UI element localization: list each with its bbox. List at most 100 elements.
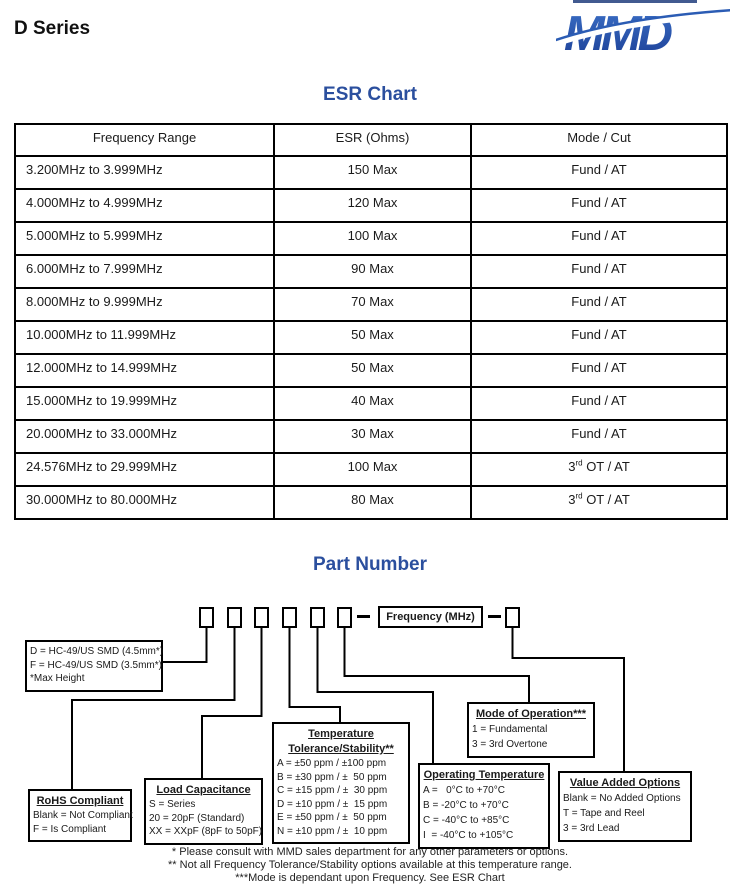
dash-separator-2: [488, 615, 501, 618]
connector-package: [160, 628, 208, 663]
package-line: D = HC-49/US SMD (4.5mm*): [30, 646, 164, 657]
connector-mode-of-operation: [343, 628, 530, 704]
frequency-range-cell: 3.200MHz to 3.999MHz: [14, 155, 275, 190]
esr-cell: 40 Max: [273, 386, 472, 421]
temperature-line: D = ±10 ppm / ± 15 ppm: [277, 798, 388, 810]
operating-temperature-legend-box: Operating Temperature A = 0°C to +70°C B…: [418, 763, 550, 849]
esr-cell: 120 Max: [273, 188, 472, 223]
mode-cut-cell: Fund / AT: [470, 254, 728, 289]
mode-cut-cell: 3rd OT / AT: [470, 485, 728, 520]
esr-chart-heading: ESR Chart: [323, 84, 417, 105]
frequency-range-cell: 8.000MHz to 9.999MHz: [14, 287, 275, 322]
mode-cut-cell: Fund / AT: [470, 419, 728, 454]
footnote-1: * Please consult with MMD sales departme…: [171, 846, 569, 858]
mode-cut-cell: Fund / AT: [470, 386, 728, 421]
mode-cut-cell: Fund / AT: [470, 188, 728, 223]
mode-of-operation-legend-box: Mode of Operation*** 1 = Fundamental 3 =…: [467, 702, 595, 758]
mode-cut-cell: Fund / AT: [470, 320, 728, 355]
esr-cell: 50 Max: [273, 353, 472, 388]
frequency-range-cell: 15.000MHz to 19.999MHz: [14, 386, 275, 421]
esr-cell: 100 Max: [273, 452, 472, 487]
value-added-title: Value Added Options: [569, 777, 681, 789]
footnote-2: ** Not all Frequency Tolerance/Stability…: [168, 859, 572, 871]
column-header-mode-cut: Mode / Cut: [470, 123, 728, 157]
operating-temperature-line: C = -40°C to +85°C: [423, 815, 510, 826]
operating-temperature-title: Operating Temperature: [423, 769, 545, 781]
column-header-frequency-range: Frequency Range: [14, 123, 275, 157]
mode-of-operation-title: Mode of Operation***: [475, 708, 586, 720]
esr-cell: 50 Max: [273, 320, 472, 355]
esr-table: Frequency Range ESR (Ohms) Mode / Cut 3.…: [14, 123, 728, 520]
mode-of-operation-line: 3 = 3rd Overtone: [472, 739, 548, 750]
part-number-digit-box-6: [337, 607, 352, 628]
part-number-digit-box-4: [282, 607, 297, 628]
footnotes: * Please consult with MMD sales departme…: [0, 846, 740, 885]
operating-temperature-line: A = 0°C to +70°C: [423, 785, 505, 796]
rohs-legend-box: RoHS Compliant Blank = Not Compliant F =…: [28, 789, 133, 842]
temperature-legend-box: Temperature Tolerance/Stability** A = ±5…: [272, 722, 410, 844]
value-added-line: T = Tape and Reel: [563, 808, 645, 819]
mode-cut-cell: Fund / AT: [470, 353, 728, 388]
mode-cut-cell: Fund / AT: [470, 155, 728, 190]
package-line: F = HC-49/US SMD (3.5mm*): [30, 659, 162, 671]
frequency-range-cell: 6.000MHz to 7.999MHz: [14, 254, 275, 289]
connector-load-capacitance: [201, 628, 263, 780]
rohs-line: Blank = Not Compliant: [33, 810, 133, 821]
value-added-line: 3 = 3rd Lead: [563, 823, 620, 834]
value-added-legend-box: Value Added Options Blank = No Added Opt…: [558, 771, 692, 842]
part-number-digit-box-2: [227, 607, 242, 628]
mode-of-operation-line: 1 = Fundamental: [472, 724, 548, 735]
load-capacitance-line: XX = XXpF (8pF to 50pF): [149, 826, 263, 837]
temperature-line: B = ±30 ppm / ± 50 ppm: [277, 771, 387, 783]
temperature-line: C = ±15 ppm / ± 30 ppm: [277, 785, 388, 796]
logo-swoosh-white: [556, 9, 730, 47]
mode-cut-cell: Fund / AT: [470, 287, 728, 322]
load-capacitance-line: 20 = 20pF (Standard): [149, 812, 245, 824]
esr-cell: 150 Max: [273, 155, 472, 190]
logo-swoosh-line: [556, 9, 730, 42]
package-line: *Max Height: [30, 673, 85, 684]
mode-cut-cell: Fund / AT: [470, 221, 728, 256]
frequency-range-cell: 5.000MHz to 5.999MHz: [14, 221, 275, 256]
load-capacitance-legend-box: Load Capacitance S = Series 20 = 20pF (S…: [144, 778, 263, 845]
package-legend-box: D = HC-49/US SMD (4.5mm*) F = HC-49/US S…: [25, 640, 163, 692]
frequency-range-cell: 24.576MHz to 29.999MHz: [14, 452, 275, 487]
connector-temperature: [288, 628, 341, 724]
frequency-range-cell: 12.000MHz to 14.999MHz: [14, 353, 275, 388]
operating-temperature-line: B = -20°C to +70°C: [423, 800, 509, 811]
operating-temperature-line: I = -40°C to +105°C: [423, 830, 514, 841]
frequency-range-cell: 10.000MHz to 11.999MHz: [14, 320, 275, 355]
temperature-line: E = ±50 ppm / ± 50 ppm: [277, 812, 387, 823]
value-added-line: Blank = No Added Options: [563, 793, 681, 804]
dash-separator-1: [357, 615, 370, 618]
esr-cell: 70 Max: [273, 287, 472, 322]
frequency-box: Frequency (MHz): [378, 606, 483, 628]
frequency-range-cell: 20.000MHz to 33.000MHz: [14, 419, 275, 454]
esr-cell: 30 Max: [273, 419, 472, 454]
mode-cut-cell: 3rd OT / AT: [470, 452, 728, 487]
temperature-line: A = ±50 ppm / ±100 ppm: [277, 758, 387, 769]
footnote-3: ***Mode is dependant upon Frequency. See…: [235, 872, 505, 884]
column-header-esr: ESR (Ohms): [273, 123, 472, 157]
esr-cell: 90 Max: [273, 254, 472, 289]
mmd-logo: MMD: [556, 7, 730, 58]
part-number-digit-box-3: [254, 607, 269, 628]
temperature-title-line1: Temperature: [308, 728, 374, 740]
esr-cell: 100 Max: [273, 221, 472, 256]
rohs-line: F = Is Compliant: [33, 823, 107, 835]
part-number-digit-box-1: [199, 607, 214, 628]
temperature-line: N = ±10 ppm / ± 10 ppm: [277, 825, 388, 837]
esr-cell: 80 Max: [273, 485, 472, 520]
load-capacitance-title: Load Capacitance: [156, 784, 251, 796]
frequency-label: Frequency (MHz): [386, 611, 475, 623]
